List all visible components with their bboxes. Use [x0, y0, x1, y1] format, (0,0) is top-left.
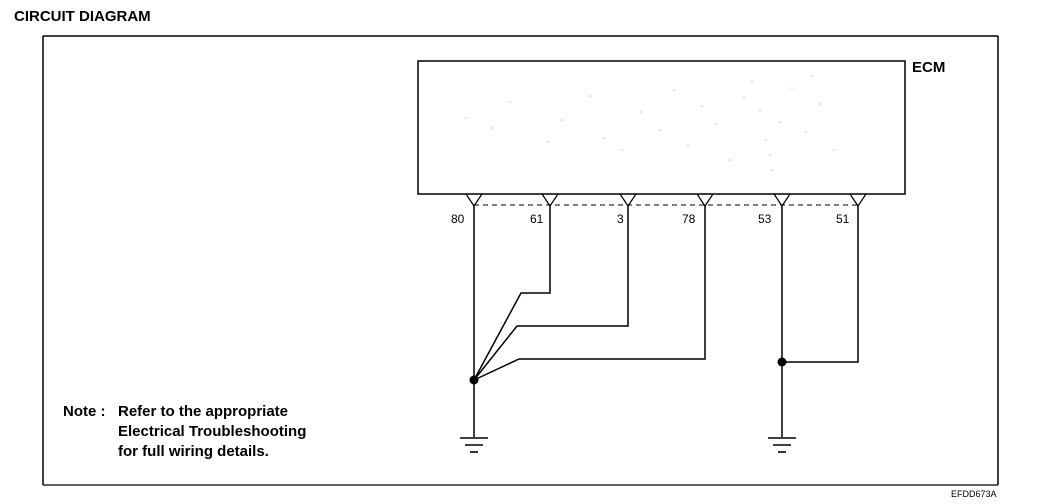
pin-label-78: 78 — [682, 212, 696, 226]
ground-icon-right — [768, 437, 796, 453]
pin-label-51: 51 — [836, 212, 850, 226]
pin-label-61: 61 — [530, 212, 544, 226]
pin-terminal-61 — [541, 193, 559, 208]
pin-terminal-80 — [465, 193, 483, 208]
wiring — [473, 206, 859, 437]
pin-label-80: 80 — [451, 212, 465, 226]
note-line-3: for full wiring details. — [118, 443, 269, 460]
wire-pin-51 — [782, 206, 859, 363]
wire-pin-3 — [473, 206, 629, 381]
pin-terminal-51 — [849, 193, 867, 208]
diagram-frame — [42, 35, 999, 486]
ecm-label: ECM — [912, 59, 945, 76]
pin-label-3: 3 — [617, 212, 624, 226]
note-prefix: Note : — [63, 403, 106, 420]
ground-icon-left — [460, 437, 488, 453]
pin-label-53: 53 — [758, 212, 772, 226]
diagram-title: CIRCUIT DIAGRAM — [14, 8, 151, 25]
splice-point-right — [777, 357, 787, 367]
pin-terminal-78 — [696, 193, 714, 208]
note-line-2: Electrical Troubleshooting — [118, 423, 306, 440]
ecm-module: ECM — [417, 59, 945, 195]
wire-pin-78 — [473, 206, 706, 381]
splice-point-left — [469, 375, 479, 385]
pin-terminal-53 — [773, 193, 791, 208]
pin-terminals — [465, 193, 867, 208]
figure-code: EFDD673A — [951, 489, 997, 499]
wiring-note: Note : Refer to the appropriate Electric… — [63, 403, 306, 460]
ecm-faint-texture — [465, 75, 835, 171]
wire-pin-61 — [473, 206, 551, 381]
note-line-1: Refer to the appropriate — [118, 403, 288, 420]
pin-terminal-3 — [619, 193, 637, 208]
